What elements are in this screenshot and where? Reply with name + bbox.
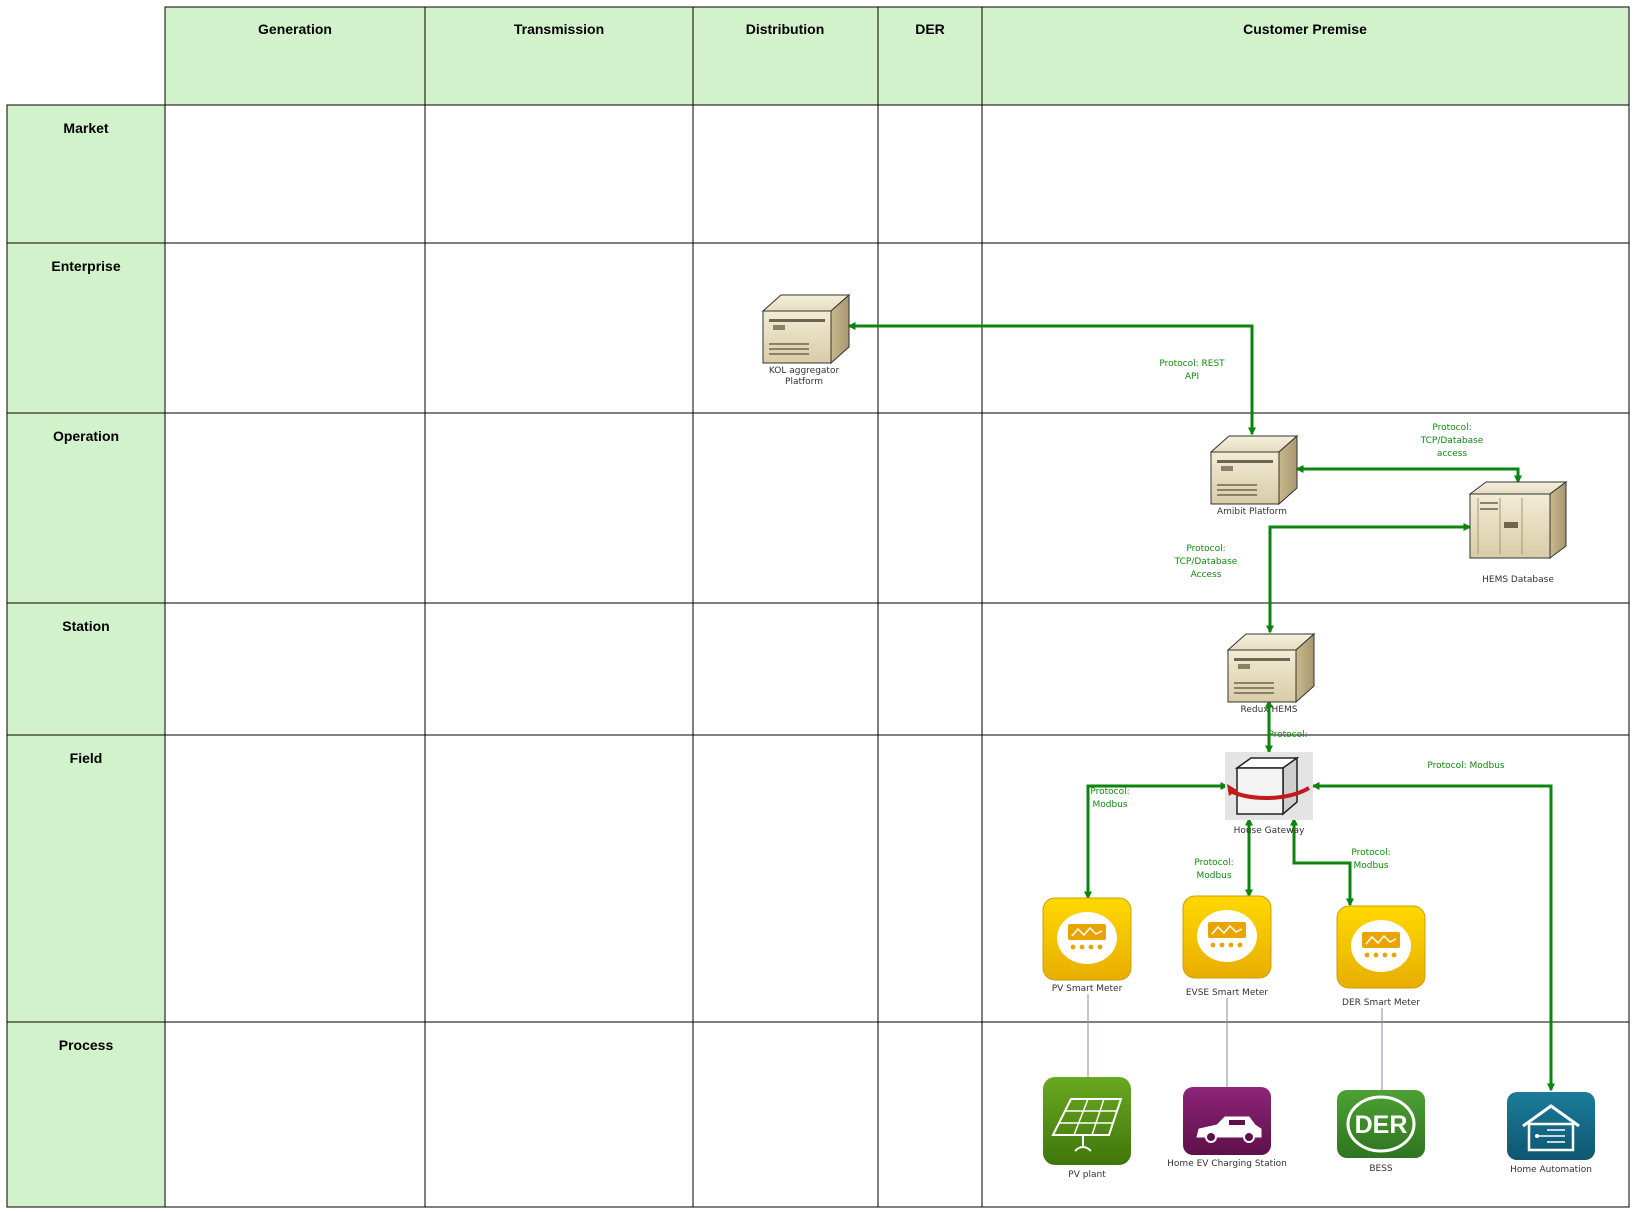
row-label-operation: Operation bbox=[53, 428, 119, 444]
connector-gateway-home-automation bbox=[1311, 782, 1555, 1092]
column-header-transmission bbox=[424, 6, 694, 106]
column-label-transmission: Transmission bbox=[514, 21, 604, 37]
node-evse-smart-meter[interactable] bbox=[1182, 895, 1272, 979]
node-hems-database[interactable] bbox=[1468, 481, 1568, 559]
node-der-smart-meter[interactable] bbox=[1336, 905, 1426, 989]
protocol-label-gateway-home-automation: Protocol: Modbus bbox=[1427, 761, 1505, 771]
column-label-der: DER bbox=[915, 21, 945, 37]
house-icon bbox=[1522, 1104, 1580, 1128]
row-label-field: Field bbox=[70, 750, 103, 766]
node-bess[interactable]: DER bbox=[1337, 1090, 1425, 1158]
node-house-gateway[interactable] bbox=[1225, 752, 1313, 820]
node-label-pv-smart-meter: PV Smart Meter bbox=[1052, 984, 1123, 994]
row-header-field bbox=[6, 734, 166, 1023]
node-home-automation[interactable] bbox=[1507, 1092, 1595, 1160]
layer-connectors bbox=[847, 322, 1555, 1092]
row-header-market bbox=[6, 104, 166, 244]
node-kol-aggregator[interactable] bbox=[762, 294, 850, 364]
row-label-enterprise: Enterprise bbox=[51, 258, 120, 274]
node-label-amibit-platform: Amibit Platform bbox=[1217, 507, 1287, 517]
connector-gateway-pv-meter bbox=[1084, 782, 1229, 900]
protocol-label-gateway-evse-meter: Protocol:Modbus bbox=[1194, 858, 1233, 881]
der-icon-text: DER bbox=[1355, 1111, 1408, 1139]
node-label-evse-smart-meter: EVSE Smart Meter bbox=[1186, 988, 1269, 998]
node-label-der-smart-meter: DER Smart Meter bbox=[1342, 998, 1420, 1008]
row-header-process bbox=[6, 1021, 166, 1208]
connector-hems-db-redux bbox=[1266, 523, 1472, 634]
column-label-generation: Generation bbox=[258, 21, 332, 37]
node-label-redux-hems: Redux HEMS bbox=[1241, 705, 1298, 715]
node-label-home-ev-charging-station: Home EV Charging Station bbox=[1167, 1159, 1287, 1169]
column-label-distribution: Distribution bbox=[746, 21, 825, 37]
protocol-label-gateway-pv-meter: Protocol:Modbus bbox=[1090, 787, 1129, 810]
connector-kol-amibit bbox=[847, 322, 1256, 436]
column-header-distribution bbox=[692, 6, 879, 106]
column-header-generation bbox=[164, 6, 426, 106]
node-pv-plant[interactable] bbox=[1043, 1077, 1131, 1165]
node-label-bess: BESS bbox=[1369, 1164, 1393, 1174]
column-header-customer-premise bbox=[981, 6, 1630, 106]
protocol-label-redux-gateway: Protocol: bbox=[1268, 730, 1307, 740]
node-pv-smart-meter[interactable] bbox=[1042, 897, 1132, 981]
node-label-house-gateway: House Gateway bbox=[1234, 826, 1305, 836]
column-label-customer-premise: Customer Premise bbox=[1243, 21, 1367, 37]
grid-body bbox=[164, 104, 1630, 1208]
node-home-ev-charging-station[interactable] bbox=[1183, 1087, 1271, 1155]
row-label-station: Station bbox=[62, 618, 109, 634]
node-amibit-platform[interactable] bbox=[1210, 435, 1298, 505]
row-header-operation bbox=[6, 412, 166, 604]
row-label-market: Market bbox=[63, 120, 108, 136]
connector-amibit-hems-db bbox=[1295, 465, 1522, 484]
row-label-process: Process bbox=[59, 1037, 114, 1053]
column-header-der bbox=[877, 6, 983, 106]
node-label-home-automation: Home Automation bbox=[1510, 1165, 1592, 1175]
layer-grid: Generation Transmission Distribution DER… bbox=[6, 6, 1630, 1208]
node-label-hems-database: HEMS Database bbox=[1482, 575, 1554, 585]
node-label-pv-plant: PV plant bbox=[1068, 1170, 1106, 1180]
protocol-label-gateway-der-meter: Protocol:Modbus bbox=[1351, 848, 1390, 871]
node-redux-hems[interactable] bbox=[1227, 633, 1315, 703]
row-header-enterprise bbox=[6, 242, 166, 414]
